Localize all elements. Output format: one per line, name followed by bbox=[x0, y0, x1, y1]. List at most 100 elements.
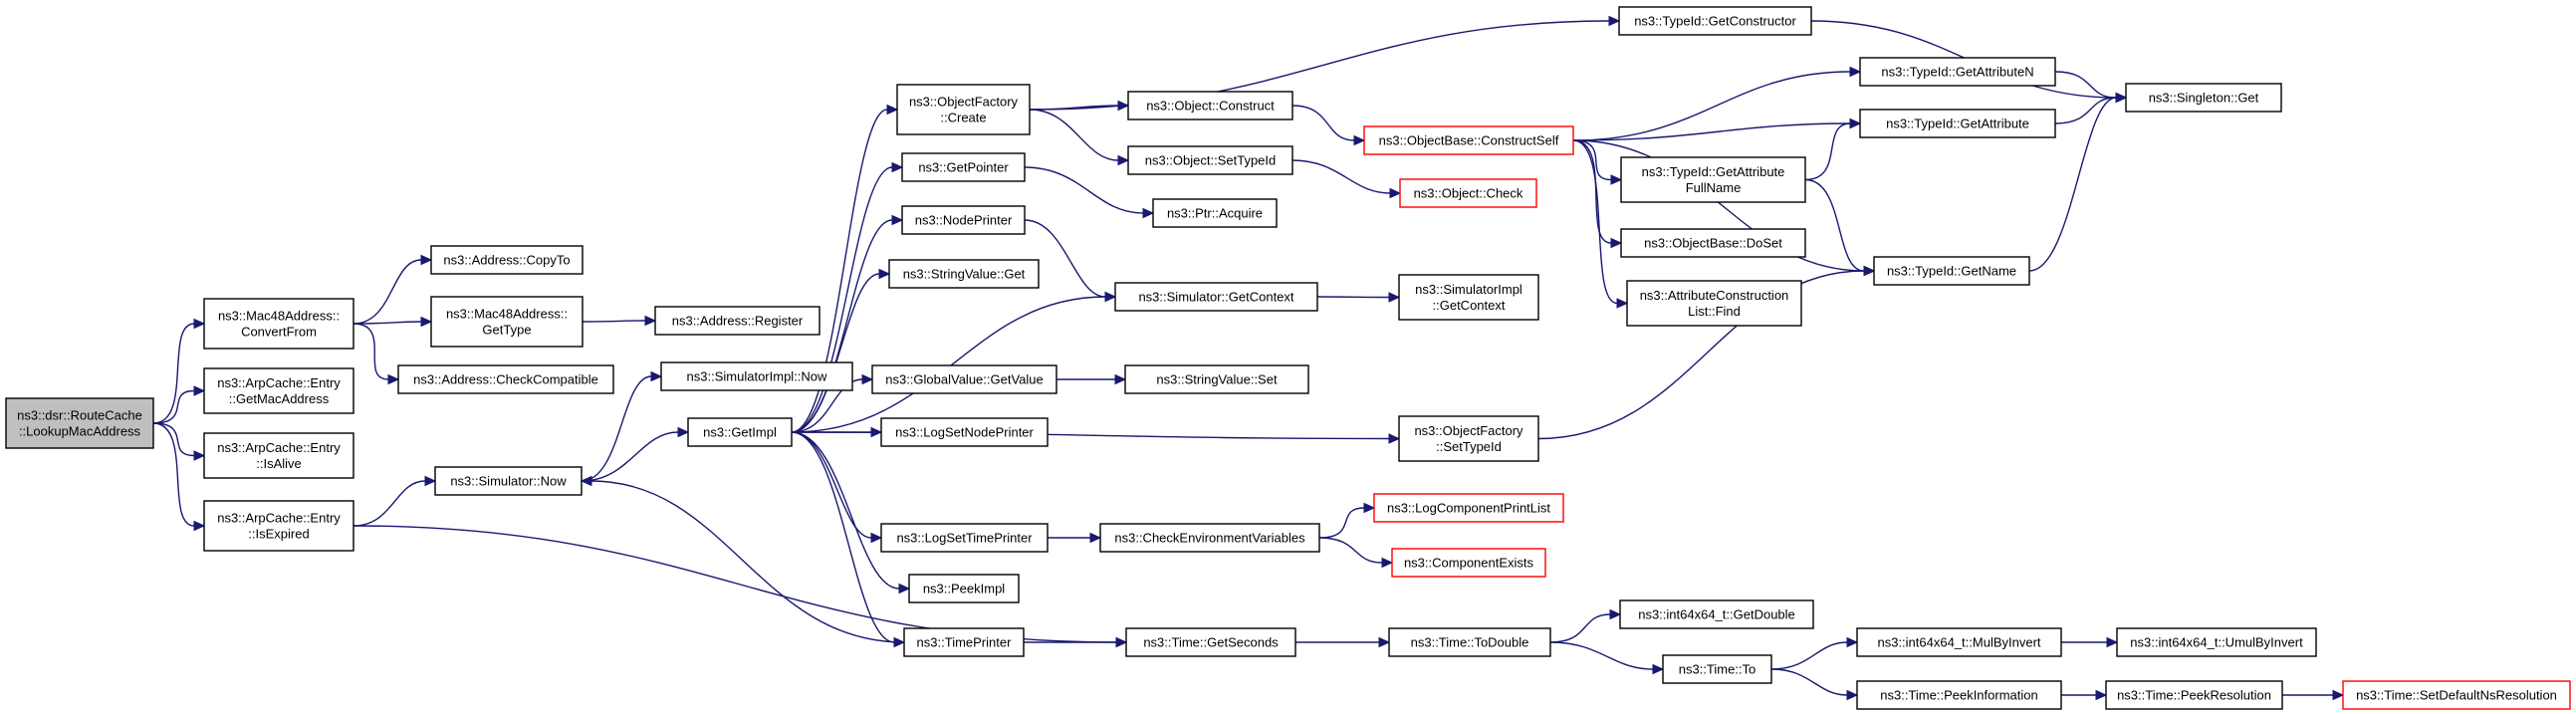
node-label: ns3::Mac48Address:: bbox=[218, 309, 340, 324]
node-box bbox=[1127, 91, 1293, 120]
node-int64-mulbyinvert[interactable]: ns3::int64x64_t::MulByInvert bbox=[1856, 627, 2062, 657]
node-label: ns3::StringValue::Set bbox=[1156, 372, 1278, 387]
node-label: ns3::TypeId::GetAttribute bbox=[1886, 117, 2029, 131]
node-int64-getdouble[interactable]: ns3::int64x64_t::GetDouble bbox=[1619, 599, 1814, 629]
node-logsettimeprinter[interactable]: ns3::LogSetTimePrinter bbox=[880, 523, 1049, 553]
node-typeid-getconstructor[interactable]: ns3::TypeId::GetConstructor bbox=[1618, 6, 1812, 36]
node-box bbox=[908, 574, 1020, 603]
node-time-getseconds[interactable]: ns3::Time::GetSeconds bbox=[1125, 627, 1296, 657]
node-time-todouble[interactable]: ns3::Time::ToDouble bbox=[1388, 627, 1551, 657]
edge-logsettimeprinter-to-checkenvvars bbox=[1048, 532, 1102, 544]
edge-mac-convert-to-addr-checkcompat bbox=[352, 323, 400, 385]
node-objfactory-create[interactable]: ns3::ObjectFactory::Create bbox=[896, 84, 1031, 135]
call-nodes: ns3::dsr::RouteCache::LookupMacAddressns… bbox=[5, 6, 2571, 710]
node-typeid-getattribute[interactable]: ns3::TypeId::GetAttribute bbox=[1859, 109, 2056, 138]
node-time-peekinformation[interactable]: ns3::Time::PeekInformation bbox=[1856, 680, 2062, 710]
node-label: ns3::GetPointer bbox=[918, 160, 1009, 175]
node-label: ns3::CheckEnvironmentVariables bbox=[1114, 531, 1305, 546]
edge-objfactory-create-to-typeid-getconstructor bbox=[1029, 15, 1621, 111]
node-getimpl[interactable]: ns3::GetImpl bbox=[687, 417, 793, 447]
edge-objfactory-create-to-object-settypeid bbox=[1029, 109, 1130, 166]
node-checkenvvars[interactable]: ns3::CheckEnvironmentVariables bbox=[1099, 523, 1320, 553]
node-label: ns3::Address::CopyTo bbox=[443, 253, 570, 268]
edge-mac-gettype-to-addr-register bbox=[582, 315, 657, 327]
node-timeprinter[interactable]: ns3::TimePrinter bbox=[903, 627, 1025, 657]
node-ptr-acquire[interactable]: ns3::Ptr::Acquire bbox=[1152, 198, 1278, 228]
node-globalvalue-getvalue[interactable]: ns3::GlobalValue::GetValue bbox=[871, 364, 1057, 394]
node-addr-register[interactable]: ns3::Address::Register bbox=[654, 306, 820, 336]
node-label: ns3::ArpCache::Entry bbox=[217, 375, 341, 390]
edge-time-peekresolution-to-time-setdefaultnsresolution bbox=[2282, 689, 2345, 701]
node-sim-getcontext[interactable]: ns3::Simulator::GetContext bbox=[1114, 282, 1318, 312]
node-arp-isalive[interactable]: ns3::ArpCache::Entry::IsAlive bbox=[203, 432, 354, 479]
node-typeid-getname[interactable]: ns3::TypeId::GetName bbox=[1873, 256, 2030, 286]
edge-root-to-arp-getmac bbox=[152, 385, 206, 424]
edge-checkenvvars-to-logcomponentprintlist bbox=[1318, 502, 1376, 539]
node-objfactory-settypeid[interactable]: ns3::ObjectFactory::SetTypeId bbox=[1398, 415, 1539, 462]
node-box bbox=[1363, 125, 1574, 155]
node-box bbox=[397, 364, 614, 394]
edge-time-todouble-to-time-to bbox=[1549, 641, 1665, 675]
node-objbase-constructself[interactable]: ns3::ObjectBase::ConstructSelf bbox=[1363, 125, 1574, 155]
edge-getimpl-to-getpointer bbox=[791, 161, 904, 433]
node-label: ns3::Singleton::Get bbox=[2149, 91, 2259, 106]
node-mac-gettype[interactable]: ns3::Mac48Address::GetType bbox=[430, 296, 584, 348]
node-logsetnodeprinter[interactable]: ns3::LogSetNodePrinter bbox=[880, 417, 1049, 447]
node-stringvalue-get[interactable]: ns3::StringValue::Get bbox=[888, 259, 1040, 289]
node-typeid-getattributen[interactable]: ns3::TypeId::GetAttributeN bbox=[1859, 57, 2056, 87]
node-addr-checkcompat[interactable]: ns3::Address::CheckCompatible bbox=[397, 364, 614, 394]
node-label: ns3::SimulatorImpl bbox=[1415, 282, 1522, 297]
node-box bbox=[1373, 493, 1564, 523]
node-label: ns3::ObjectFactory bbox=[1414, 423, 1523, 438]
node-label: ns3::ObjectBase::DoSet bbox=[1644, 236, 1782, 251]
node-box bbox=[1398, 415, 1539, 462]
edge-time-to-to-int64-mulbyinvert bbox=[1770, 636, 1859, 670]
node-box bbox=[1620, 228, 1806, 258]
node-arp-isexpired[interactable]: ns3::ArpCache::Entry::IsExpired bbox=[203, 500, 354, 552]
node-getpointer[interactable]: ns3::GetPointer bbox=[901, 152, 1026, 182]
edge-getimpl-to-peekimpl bbox=[791, 431, 911, 595]
node-nodeprinter[interactable]: ns3::NodePrinter bbox=[901, 205, 1026, 235]
edge-sim-getcontext-to-simimpl-getcontext bbox=[1316, 292, 1401, 303]
node-object-check[interactable]: ns3::Object::Check bbox=[1399, 178, 1537, 208]
node-label: ::IsAlive bbox=[256, 456, 302, 471]
node-object-settypeid[interactable]: ns3::Object::SetTypeId bbox=[1127, 145, 1293, 175]
node-mac-convert[interactable]: ns3::Mac48Address::ConvertFrom bbox=[203, 298, 354, 350]
node-label: ns3::Simulator::Now bbox=[450, 474, 567, 489]
node-label: ::LookupMacAddress bbox=[19, 424, 141, 439]
node-label: ns3::ComponentExists bbox=[1404, 556, 1534, 571]
node-box bbox=[2116, 627, 2317, 657]
node-addr-copyto[interactable]: ns3::Address::CopyTo bbox=[430, 245, 584, 275]
node-time-to[interactable]: ns3::Time::To bbox=[1662, 654, 1772, 684]
node-componentexists[interactable]: ns3::ComponentExists bbox=[1391, 548, 1546, 578]
node-sim-now[interactable]: ns3::Simulator::Now bbox=[434, 466, 583, 496]
edge-root-to-mac-convert bbox=[152, 318, 206, 424]
node-box bbox=[901, 205, 1026, 235]
node-label: ns3::GlobalValue::GetValue bbox=[885, 372, 1044, 387]
node-arp-getmac[interactable]: ns3::ArpCache::Entry::GetMacAddress bbox=[203, 367, 354, 414]
node-objbase-doset[interactable]: ns3::ObjectBase::DoSet bbox=[1620, 228, 1806, 258]
node-box bbox=[1618, 6, 1812, 36]
node-peekimpl[interactable]: ns3::PeekImpl bbox=[908, 574, 1020, 603]
node-root[interactable]: ns3::dsr::RouteCache::LookupMacAddress bbox=[5, 397, 154, 449]
node-label: ns3::SimulatorImpl::Now bbox=[687, 369, 827, 384]
node-box bbox=[2125, 83, 2282, 113]
node-simimpl-getcontext[interactable]: ns3::SimulatorImpl::GetContext bbox=[1398, 274, 1539, 321]
node-box bbox=[1114, 282, 1318, 312]
node-time-peekresolution[interactable]: ns3::Time::PeekResolution bbox=[2105, 680, 2283, 710]
edge-root-to-arp-isalive bbox=[152, 422, 206, 461]
node-box bbox=[903, 627, 1025, 657]
edge-arp-isexpired-to-sim-now bbox=[352, 475, 437, 527]
node-stringvalue-set[interactable]: ns3::StringValue::Set bbox=[1124, 364, 1309, 394]
node-logcomponentprintlist[interactable]: ns3::LogComponentPrintList bbox=[1373, 493, 1564, 523]
node-object-construct[interactable]: ns3::Object::Construct bbox=[1127, 91, 1293, 120]
node-label: ns3::Object::Check bbox=[1414, 186, 1523, 201]
node-time-setdefaultnsresolution[interactable]: ns3::Time::SetDefaultNsResolution bbox=[2342, 680, 2571, 710]
node-int64-umulbyinvert[interactable]: ns3::int64x64_t::UmulByInvert bbox=[2116, 627, 2317, 657]
node-label: ::IsExpired bbox=[248, 527, 309, 542]
call-edges bbox=[152, 15, 2345, 701]
node-simimpl-now[interactable]: ns3::SimulatorImpl::Now bbox=[660, 361, 853, 391]
node-singleton-get[interactable]: ns3::Singleton::Get bbox=[2125, 83, 2282, 113]
